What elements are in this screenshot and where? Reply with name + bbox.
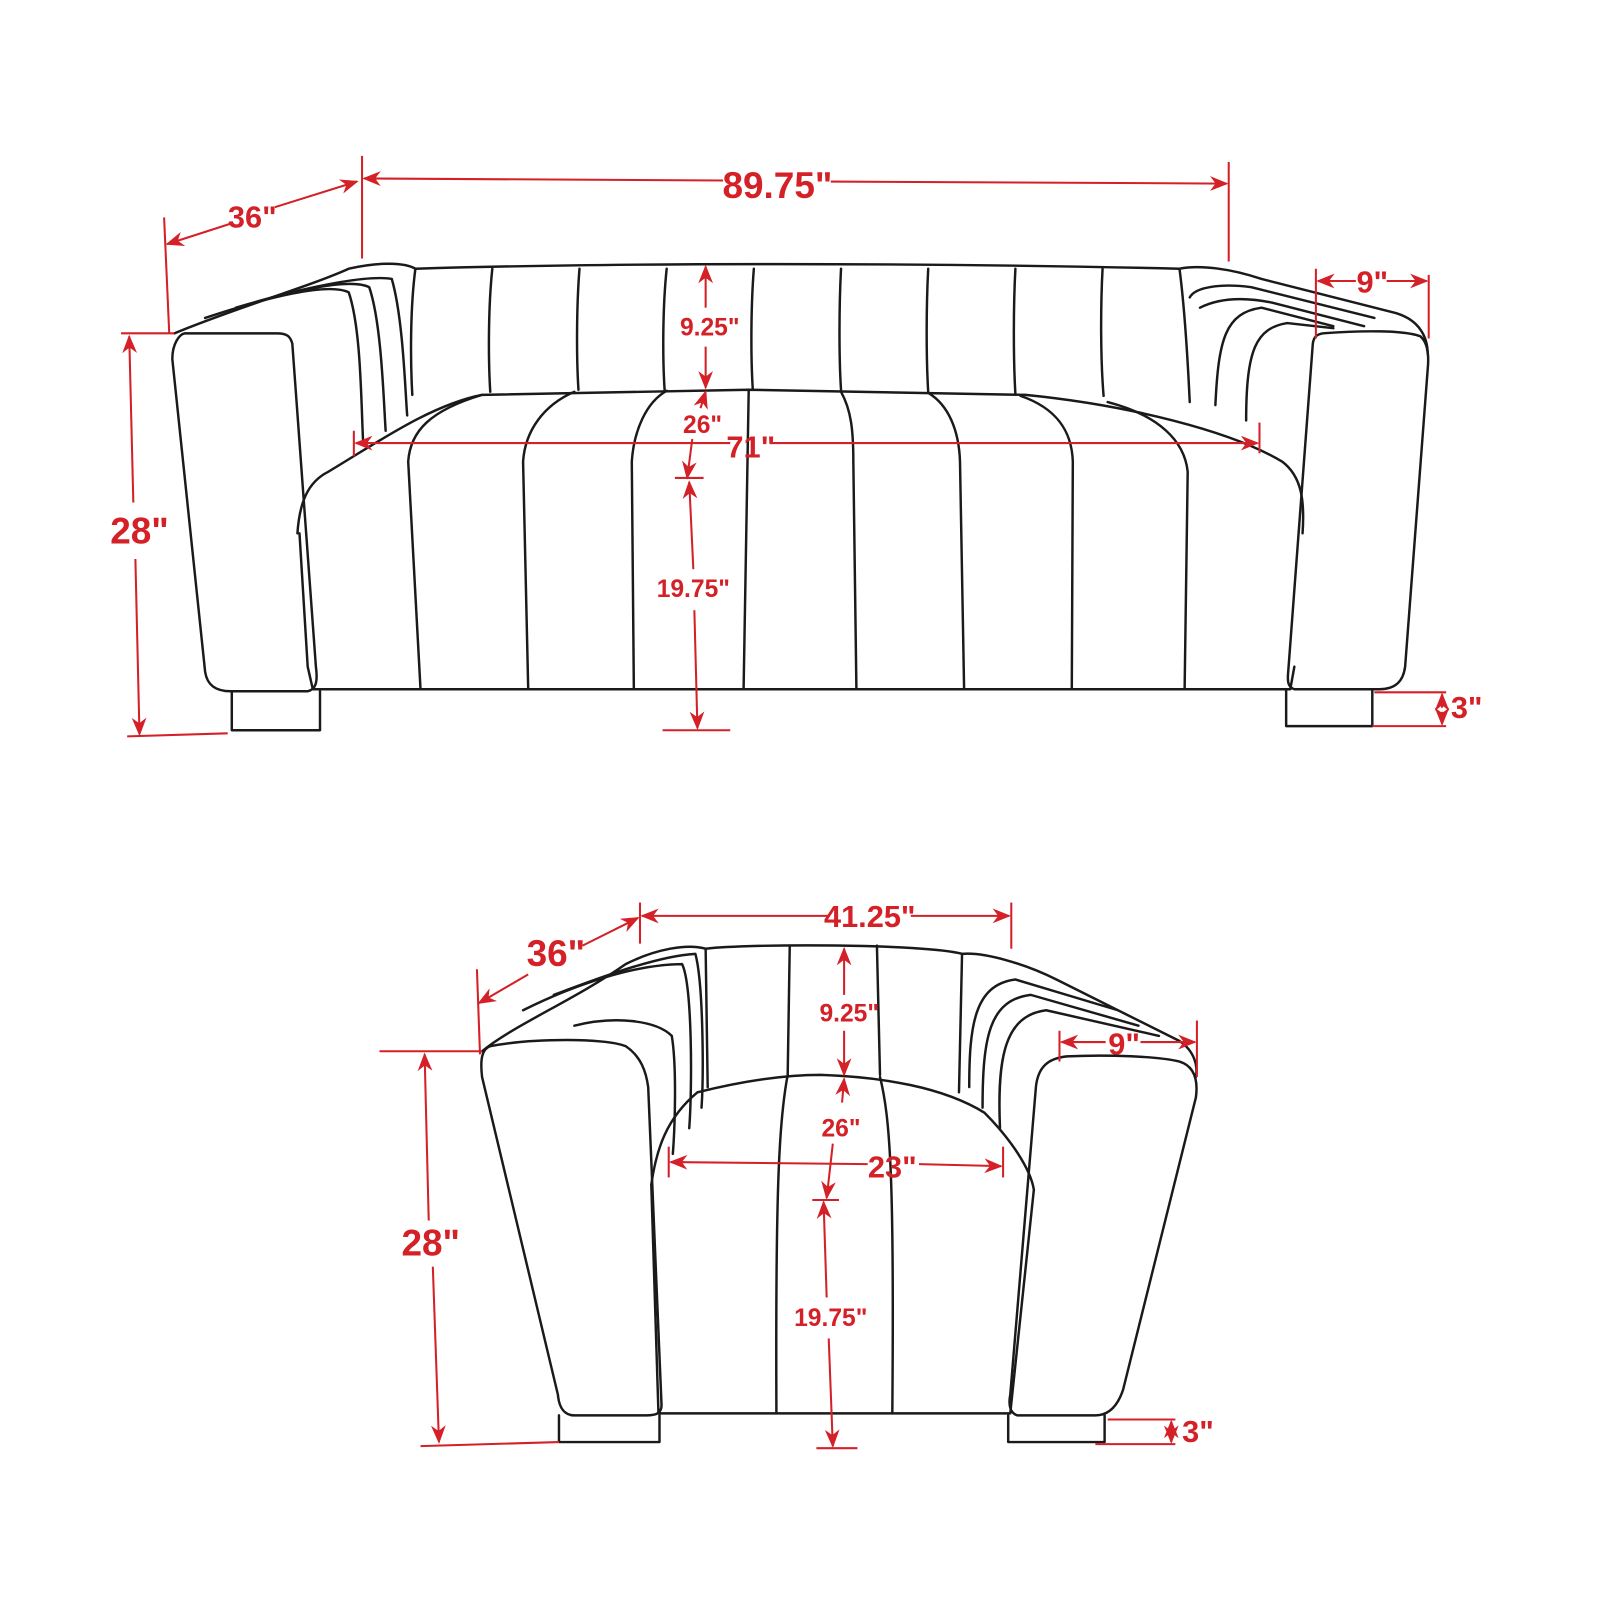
sofa-arm-width-label: 9": [1356, 264, 1388, 299]
sofa-dimensions: 89.75" 36" 9" 9.25" 26" 71" 19.75": [110, 155, 1483, 738]
sofa-drawing: [171, 262, 1430, 732]
chair-seat-depth-label: 26": [822, 1115, 861, 1142]
chair-back-height-label: 9.25": [819, 1001, 879, 1028]
sofa-seat-width-label: 71": [726, 429, 775, 464]
sofa-seat-depth-label: 26": [683, 412, 722, 439]
chair-leg-height-label: 3": [1182, 1414, 1214, 1449]
chair-seat-height-label: 19.75": [794, 1305, 867, 1332]
sofa-width-label: 89.75": [723, 165, 833, 206]
sofa-depth-label: 36": [228, 200, 277, 235]
chair-height-label: 28": [401, 1222, 460, 1263]
sofa-back-height-label: 9.25": [680, 314, 740, 341]
chair-arm-width-label: 9": [1108, 1026, 1140, 1061]
sofa-leg-height-label: 3": [1451, 690, 1483, 725]
armchair-dimensions: 41.25" 36" 9" 9.25" 26" 23" 19.75": [379, 899, 1214, 1450]
chair-seat-width-label: 23": [868, 1149, 917, 1184]
sofa-seat-height-label: 19.75": [657, 576, 730, 603]
sofa-height-label: 28": [110, 511, 169, 552]
chair-width-label: 41.25": [824, 899, 916, 934]
chair-depth-label: 36": [527, 933, 586, 974]
armchair-drawing: [480, 944, 1198, 1444]
